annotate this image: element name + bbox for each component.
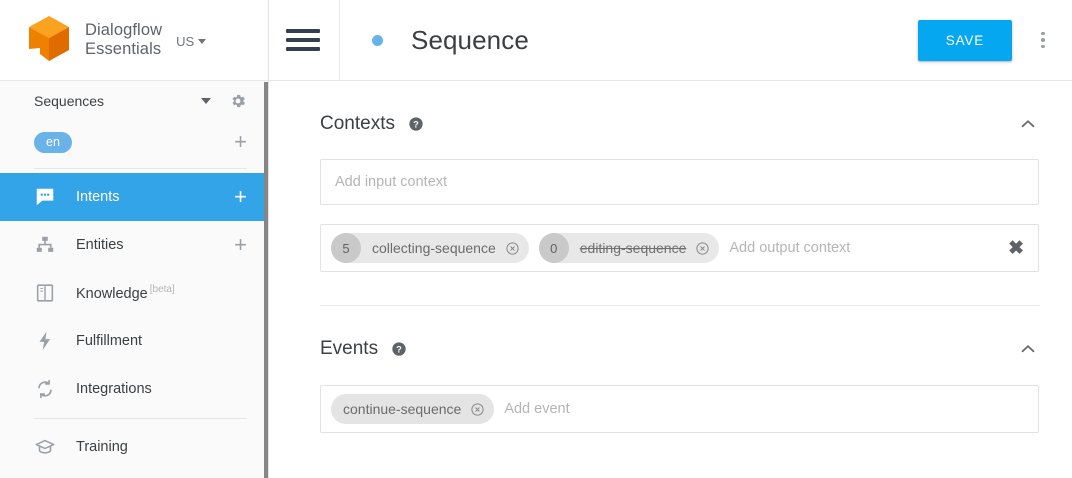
section-title: Events (320, 338, 379, 359)
brand-header[interactable]: Dialogflow Essentials US (0, 0, 269, 81)
events-header: Events ? (320, 332, 1039, 366)
sidebar: Dialogflow Essentials US Sequences en + (0, 0, 269, 478)
sidebar-scrollbar[interactable] (264, 82, 269, 478)
svg-text:?: ? (413, 119, 419, 129)
sidebar-border (268, 0, 269, 478)
output-context-chip[interactable]: 5 collecting-sequence (331, 233, 529, 263)
clear-contexts-button[interactable]: ✖ (1008, 237, 1024, 259)
sidebar-item-label: Knowledge[beta] (76, 284, 175, 302)
language-row: en + (0, 121, 269, 163)
context-name: collecting-sequence (372, 240, 496, 256)
divider (34, 168, 247, 169)
main-panel: Sequence SAVE Contexts ? (269, 0, 1072, 478)
sidebar-item-knowledge[interactable]: Knowledge[beta] (0, 269, 269, 317)
sidebar-item-fulfillment[interactable]: Fulfillment (0, 317, 269, 365)
hamburger-icon[interactable] (286, 29, 320, 51)
intents-icon (34, 186, 58, 208)
sidebar-item-label: Entities (76, 237, 124, 253)
sidebar-item-entities[interactable]: Entities + (0, 221, 269, 269)
context-lifespan: 5 (331, 233, 361, 263)
chevron-down-icon (198, 38, 207, 44)
remove-event-icon[interactable] (470, 402, 485, 417)
context-name: editing-sequence (579, 240, 687, 256)
fulfillment-icon (34, 330, 58, 352)
brand-name: Dialogflow Essentials (85, 21, 162, 59)
divider (320, 305, 1039, 306)
region-label: US (176, 33, 195, 49)
sidebar-item-integrations[interactable]: Integrations (0, 365, 269, 413)
entities-icon (34, 234, 58, 256)
chevron-up-icon[interactable] (1017, 338, 1039, 360)
agent-name: Sequences (34, 93, 105, 109)
top-bar: Sequence SAVE (269, 0, 1072, 81)
input-context-field[interactable]: Add input context (320, 159, 1039, 205)
divider (34, 418, 247, 419)
divider (339, 0, 340, 81)
brand-line-2: Essentials (85, 40, 162, 58)
sidebar-item-intents[interactable]: Intents + (0, 173, 269, 221)
sidebar-item-label: Intents (76, 189, 120, 205)
help-icon[interactable]: ? (408, 116, 424, 132)
event-name: continue-sequence (343, 401, 462, 417)
gear-icon[interactable] (229, 92, 247, 110)
chevron-up-icon[interactable] (1017, 113, 1039, 135)
help-icon[interactable]: ? (391, 341, 407, 357)
event-placeholder: Add event (504, 401, 570, 417)
svg-text:?: ? (396, 344, 402, 354)
agent-selector[interactable]: Sequences (0, 81, 269, 121)
integrations-icon (34, 378, 58, 400)
brand-line-1: Dialogflow (85, 21, 163, 39)
beta-badge: [beta] (149, 284, 175, 296)
sidebar-item-label: Fulfillment (76, 333, 143, 349)
add-intent-button[interactable]: + (234, 184, 247, 209)
content-area: Contexts ? Add input (269, 81, 1072, 433)
knowledge-icon (34, 282, 58, 304)
page-title: Sequence (411, 24, 529, 55)
kebab-menu-icon[interactable] (1026, 31, 1060, 49)
save-button[interactable]: SAVE (917, 19, 1012, 61)
language-chip-en[interactable]: en (34, 131, 72, 153)
chevron-down-icon[interactable] (201, 98, 211, 104)
sidebar-item-label: Integrations (76, 381, 152, 397)
region-selector[interactable]: US (176, 32, 207, 49)
output-context-field[interactable]: 5 collecting-sequence 0 editing-sequence (320, 224, 1039, 272)
remove-context-icon[interactable] (505, 241, 520, 256)
output-context-placeholder: Add output context (729, 240, 851, 256)
sidebar-item-label: Training (76, 439, 128, 455)
add-language-button[interactable]: + (234, 129, 247, 154)
events-section: Events ? (320, 306, 1039, 433)
context-lifespan: 0 (538, 233, 569, 263)
remove-context-icon[interactable] (695, 241, 710, 256)
input-context-placeholder: Add input context (335, 174, 448, 190)
sidebar-item-training[interactable]: Training (0, 423, 269, 471)
events-field[interactable]: continue-sequence Add event (320, 385, 1039, 433)
add-entity-button[interactable]: + (234, 232, 247, 257)
status-badge (372, 34, 383, 46)
training-icon (34, 436, 58, 458)
dialogflow-logo-icon (26, 14, 72, 66)
event-chip[interactable]: continue-sequence (331, 394, 495, 424)
output-context-chip[interactable]: 0 editing-sequence (538, 233, 720, 263)
section-title: Contexts (320, 113, 395, 134)
contexts-section: Contexts ? Add input (320, 81, 1039, 306)
contexts-header: Contexts ? (320, 107, 1039, 141)
